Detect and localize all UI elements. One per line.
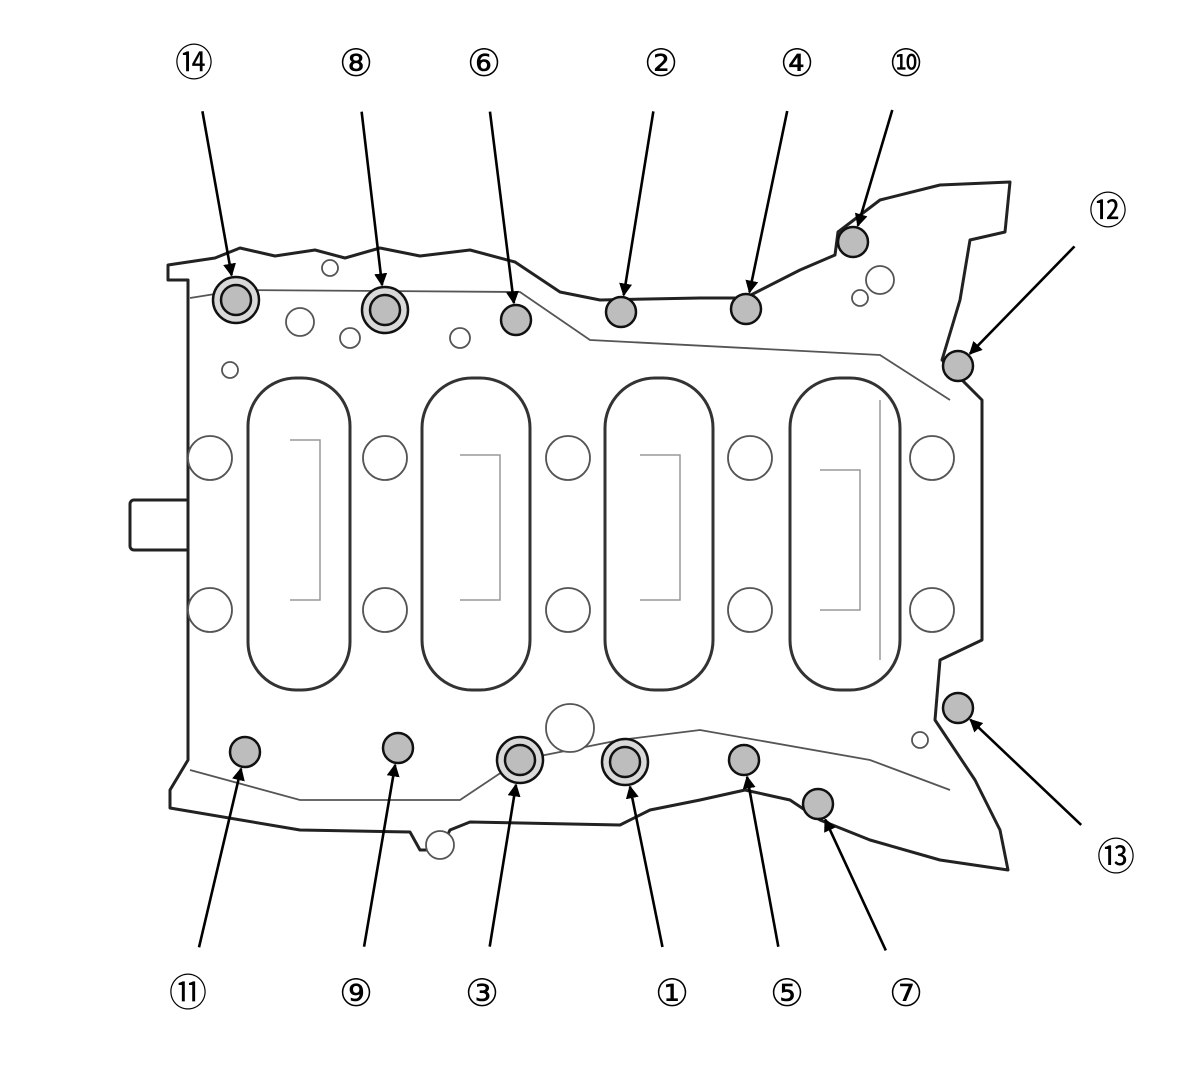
leader-arrow-14 (201, 111, 236, 277)
bolt-2 (604, 295, 638, 329)
small-hole (851, 289, 869, 307)
journal-hole (909, 587, 955, 633)
small-hole (321, 259, 339, 277)
leader-arrow-4 (745, 110, 789, 294)
inner-rib-3 (640, 454, 681, 601)
bolt-14 (211, 275, 261, 325)
bolt-label-13: ⑬ (1097, 837, 1135, 879)
small-hole (865, 265, 895, 295)
bolt-label-5: ⑤ (770, 973, 804, 1015)
bolt-label-14: ⑭ (175, 43, 213, 85)
bolt-3 (495, 735, 545, 785)
bearing-cutout-4 (788, 376, 902, 692)
journal-hole (187, 587, 233, 633)
leader-arrow-12 (968, 245, 1076, 355)
bolt-label-9: ⑨ (339, 973, 373, 1015)
leader-arrow-8 (360, 111, 388, 287)
journal-hole (727, 435, 773, 481)
bolt-12 (941, 349, 975, 383)
bolt-label-1: ① (655, 973, 689, 1015)
bolt-label-10: ⑩ (889, 43, 923, 85)
bolt-label-6: ⑥ (467, 43, 501, 85)
bolt-13 (941, 691, 975, 725)
journal-hole (909, 435, 955, 481)
bolt-11 (228, 735, 262, 769)
bolt-label-12: ⑫ (1089, 191, 1127, 233)
small-hole (339, 327, 361, 349)
bearing-cutout-3 (603, 376, 715, 692)
bolt-1 (600, 737, 650, 787)
bearing-cutout-1 (246, 376, 352, 692)
leader-arrows (197, 109, 1083, 951)
bearing-cutout-2 (420, 376, 532, 692)
center-boss (545, 703, 595, 753)
crankcase-drawing (128, 180, 1012, 872)
leader-arrow-6 (488, 111, 519, 305)
inner-rib-4 (820, 469, 861, 611)
leader-arrow-7 (823, 818, 888, 951)
bolt-5 (727, 743, 761, 777)
bolt-label-7: ⑦ (889, 973, 923, 1015)
bolt-markers (211, 225, 975, 821)
shaft-stub (128, 498, 192, 552)
bolt-10 (836, 225, 870, 259)
leader-arrow-13 (969, 718, 1083, 826)
bolt-7 (801, 787, 835, 821)
bolt-label-8: ⑧ (339, 43, 373, 85)
bolt-number-labels: ① ② ③ ④ ⑤ ⑥ ⑦ ⑧ ⑨ ⑩ ⑪ ⑫ ⑬ ⑭ (169, 43, 1135, 1015)
journal-hole (187, 435, 233, 481)
small-hole (911, 731, 929, 749)
leader-arrow-2 (619, 111, 655, 297)
leader-arrow-5 (742, 775, 780, 948)
journal-hole (362, 587, 408, 633)
leader-arrow-10 (854, 109, 894, 227)
journal-hole (727, 587, 773, 633)
small-hole (449, 327, 471, 349)
leader-arrow-9 (362, 763, 400, 947)
journal-hole (545, 435, 591, 481)
bolt-label-11: ⑪ (169, 973, 207, 1015)
small-hole (425, 830, 455, 860)
journal-hole (362, 435, 408, 481)
leader-arrow-11 (197, 767, 245, 948)
bolt-4 (729, 292, 763, 326)
small-hole (285, 307, 315, 337)
bolt-8 (360, 285, 410, 335)
small-hole (221, 361, 239, 379)
inner-rib-2 (460, 454, 501, 601)
inner-rib-1 (290, 439, 321, 601)
leader-arrow-1 (625, 785, 664, 948)
bolt-label-4: ④ (780, 43, 814, 85)
journal-hole (545, 587, 591, 633)
bolt-label-3: ③ (465, 973, 499, 1015)
bolt-9 (381, 731, 415, 765)
leader-arrow-3 (488, 783, 521, 947)
bolt-label-2: ② (644, 43, 678, 85)
bolt-6 (499, 303, 533, 337)
